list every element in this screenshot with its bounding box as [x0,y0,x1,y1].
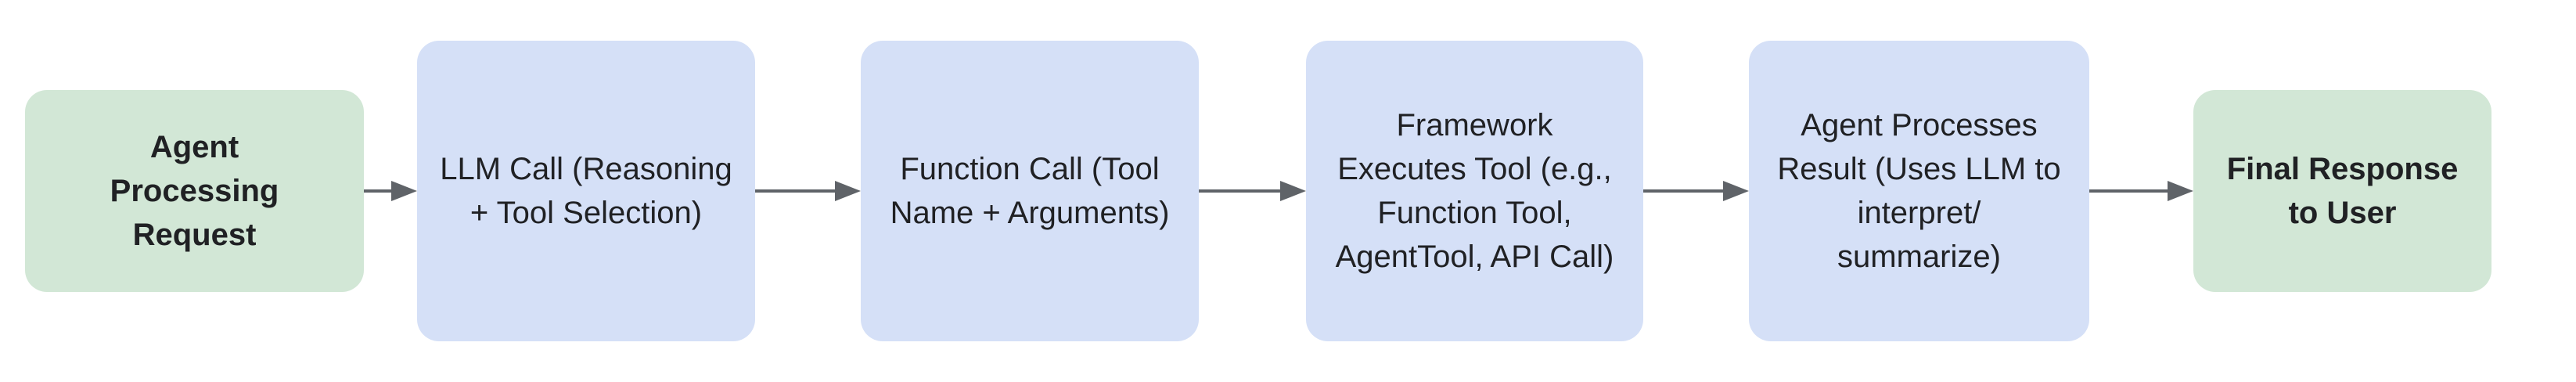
flow-arrow [755,181,861,201]
flow-node-label: Function Call (Tool Name + Arguments) [890,152,1170,230]
arrowhead-icon [1723,181,1749,201]
arrow-shaft [1643,189,1723,193]
arrow-shaft [755,189,835,193]
arrow-shaft [2089,189,2168,193]
arrow-shaft [1199,189,1280,193]
arrowhead-icon [391,181,417,201]
arrowhead-icon [835,181,861,201]
flow-node-framework-executes-tool: Framework Executes Tool (e.g., Function … [1306,41,1643,341]
flow-node-final-response-to-user: Final Response to User [2193,90,2491,292]
flow-node-label: Agent Processes Result (Uses LLM to inte… [1777,108,2061,274]
flow-node-agent-processes-result: Agent Processes Result (Uses LLM to inte… [1749,41,2089,341]
arrowhead-icon [1280,181,1306,201]
flow-node-label: Agent Processing Request [110,130,279,252]
flow-arrow [1199,181,1306,201]
flow-node-function-call: Function Call (Tool Name + Arguments) [861,41,1199,341]
flow-arrow [1643,181,1749,201]
flow-node-agent-processing-request: Agent Processing Request [25,90,364,292]
flow-node-label: Final Response to User [2226,152,2459,230]
flow-node-label: Framework Executes Tool (e.g., Function … [1335,108,1614,274]
arrow-shaft [364,189,391,193]
flow-node-label: LLM Call (Reasoning + Tool Selection) [440,152,732,230]
flow-arrow [364,181,417,201]
arrowhead-icon [2168,181,2193,201]
flow-arrow [2089,181,2193,201]
flow-node-llm-call: LLM Call (Reasoning + Tool Selection) [417,41,755,341]
